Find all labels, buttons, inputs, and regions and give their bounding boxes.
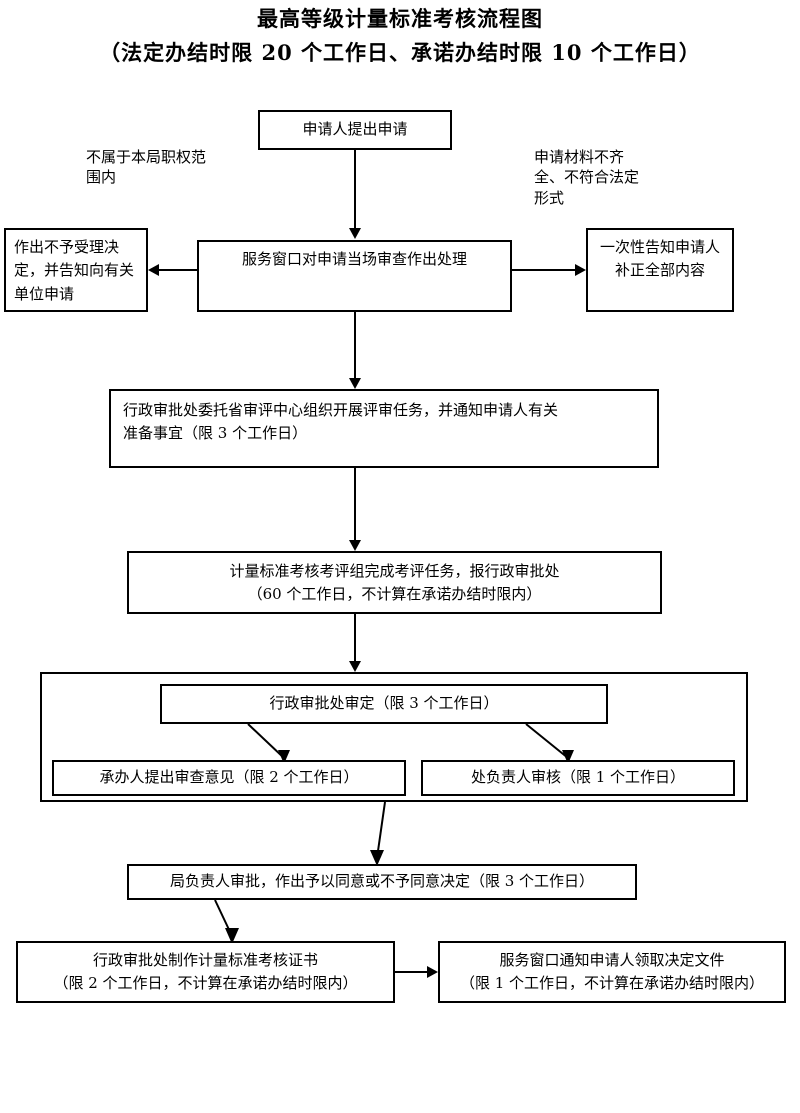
label-right-condition: 申请材料不齐全、不符合法定形式 bbox=[534, 148, 640, 207]
node-applicant-submit-label: 申请人提出申请 bbox=[302, 120, 408, 139]
node-not-accepted[interactable]: 作出不予受理决定，并告知向有关单位申请 bbox=[4, 228, 148, 312]
node-make-certificate-line1: 行政审批处制作计量标准考核证书 bbox=[92, 950, 318, 969]
node-division-head-review-label: 处负责人审核（限 1 个工作日） bbox=[470, 768, 686, 787]
node-handler-opinion[interactable]: 承办人提出审查意见（限 2 个工作日） bbox=[52, 760, 406, 796]
connector-window-to-notice bbox=[512, 269, 575, 271]
node-service-window-review-label: 服务窗口对申请当场审查作出处理 bbox=[241, 250, 467, 268]
connector-assessment-to-group bbox=[354, 614, 356, 662]
connector-submit-to-window bbox=[354, 150, 356, 229]
arrowhead-window-to-notice bbox=[575, 264, 586, 276]
node-assessment-group[interactable]: 计量标准考核考评组完成考评任务，报行政审批处 （60 个工作日，不计算在承诺办结时… bbox=[127, 551, 662, 614]
node-notify-pickup-text: 服务窗口通知申请人领取决定文件 （限 1 个工作日，不计算在承诺办结时限内） bbox=[448, 949, 776, 996]
node-notify-pickup-line2: （限 1 个工作日，不计算在承诺办结时限内） bbox=[459, 974, 765, 992]
node-applicant-submit[interactable]: 申请人提出申请 bbox=[258, 110, 452, 150]
node-notify-pickup[interactable]: 服务窗口通知申请人领取决定文件 （限 1 个工作日，不计算在承诺办结时限内） bbox=[438, 941, 786, 1003]
node-make-certificate-line2: （限 2 个工作日，不计算在承诺办结时限内） bbox=[53, 974, 358, 992]
node-approval-office-decide-label: 行政审批处审定（限 3 个工作日） bbox=[269, 694, 499, 713]
node-make-certificate-text: 行政审批处制作计量标准考核证书 （限 2 个工作日，不计算在承诺办结时限内） bbox=[26, 949, 385, 996]
node-not-accepted-label: 作出不予受理决定，并告知向有关单位申请 bbox=[14, 238, 135, 303]
connector-certificate-to-notify bbox=[395, 971, 427, 973]
chart-title-line1: 最高等级计量标准考核流程图 bbox=[257, 6, 543, 31]
node-assessment-group-text: 计量标准考核考评组完成考评任务，报行政审批处 （60 个工作日，不计算在承诺办结时… bbox=[139, 560, 650, 607]
node-one-time-notice-label: 一次性告知申请人补正全部内容 bbox=[599, 238, 720, 280]
arrowhead-window-to-entrust bbox=[349, 378, 361, 389]
label-left-condition: 不属于本局职权范围内 bbox=[86, 148, 207, 187]
node-one-time-notice[interactable]: 一次性告知申请人补正全部内容 bbox=[586, 228, 734, 312]
arrowhead-certificate-to-notify bbox=[427, 966, 438, 978]
node-entrust-review-line2: 准备事宜（限 3 个工作日） bbox=[123, 424, 308, 443]
node-handler-opinion-label: 承办人提出审查意见（限 2 个工作日） bbox=[99, 768, 359, 787]
node-entrust-review-line1: 行政审批处委托省审评中心组织开展评审任务，并通知申请人有关 bbox=[123, 401, 559, 419]
chart-title-line2: （法定办结时限 20 个工作日、承诺办结时限 10 个工作日） bbox=[99, 40, 701, 65]
node-entrust-review-text: 行政审批处委托省审评中心组织开展评审任务，并通知申请人有关准备事宜（限 3 个工… bbox=[123, 399, 645, 446]
connector-window-to-entrust bbox=[354, 312, 356, 379]
arrowhead-assessment-to-group bbox=[349, 661, 361, 672]
arrowhead-window-to-not-accepted bbox=[148, 264, 159, 276]
node-notify-pickup-line1: 服务窗口通知申请人领取决定文件 bbox=[499, 950, 725, 969]
arrowhead-entrust-to-assessment bbox=[349, 540, 361, 551]
arrowhead-submit-to-window bbox=[349, 228, 361, 239]
connector-entrust-to-assessment bbox=[354, 468, 356, 541]
node-assessment-group-line2: （60 个工作日，不计算在承诺办结时限内） bbox=[247, 585, 542, 604]
connector-group-to-bureau-head bbox=[370, 801, 386, 866]
node-bureau-head-approve-label: 局负责人审批，作出予以同意或不予同意决定（限 3 个工作日） bbox=[169, 872, 595, 891]
connector-bureau-to-certificate bbox=[214, 899, 239, 944]
group-approval-office-review bbox=[40, 672, 748, 802]
node-assessment-group-line1: 计量标准考核考评组完成考评任务，报行政审批处 bbox=[229, 562, 560, 580]
node-bureau-head-approve[interactable]: 局负责人审批，作出予以同意或不予同意决定（限 3 个工作日） bbox=[127, 864, 637, 900]
connector-decide-to-subnodes bbox=[247, 723, 574, 764]
node-division-head-review[interactable]: 处负责人审核（限 1 个工作日） bbox=[421, 760, 735, 796]
node-service-window-review[interactable]: 服务窗口对申请当场审查作出处理 bbox=[197, 240, 512, 312]
node-make-certificate[interactable]: 行政审批处制作计量标准考核证书 （限 2 个工作日，不计算在承诺办结时限内） bbox=[16, 941, 395, 1003]
node-entrust-review[interactable]: 行政审批处委托省审评中心组织开展评审任务，并通知申请人有关准备事宜（限 3 个工… bbox=[109, 389, 659, 468]
node-approval-office-decide[interactable]: 行政审批处审定（限 3 个工作日） bbox=[160, 684, 608, 724]
connector-window-to-not-accepted bbox=[159, 269, 197, 271]
